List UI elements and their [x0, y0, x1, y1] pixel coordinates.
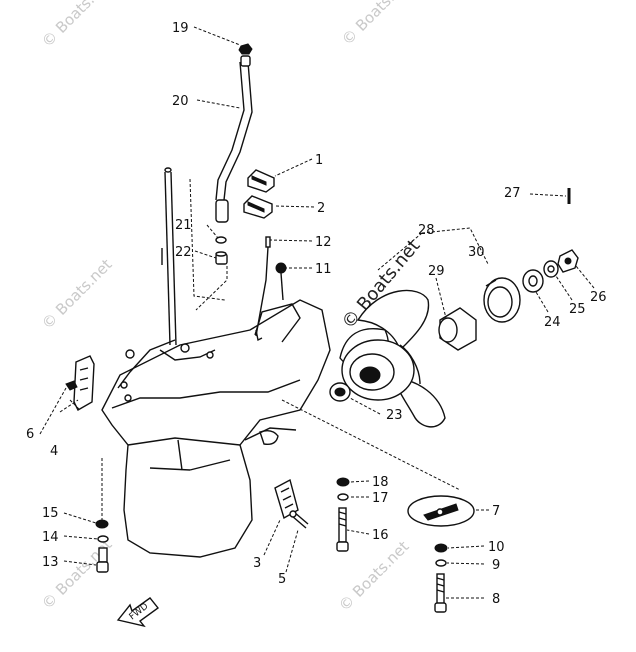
callout-15: 15 [42, 506, 59, 521]
lower-casing [101, 299, 331, 558]
callout-16: 16 [372, 528, 389, 543]
parts-29-30 [438, 277, 521, 351]
callout-25: 25 [569, 302, 586, 317]
callout-12: 12 [315, 235, 332, 250]
parts-3-5 [274, 478, 309, 529]
propeller [339, 289, 446, 428]
callout-29: 29 [428, 264, 445, 279]
callout-17: 17 [372, 491, 389, 506]
part-7-trim-tab [407, 495, 475, 527]
parts-21-22 [215, 236, 228, 265]
watermark-2: © Boats.net [338, 0, 416, 49]
fwd-arrow: FWD [116, 597, 160, 628]
parts-4-6 [65, 355, 95, 411]
parts-1-2 [243, 169, 275, 219]
watermark-3: © Boats.net [38, 255, 116, 333]
callout-14: 14 [42, 530, 59, 545]
callout-28: 28 [418, 223, 435, 238]
watermark-4: © Boats.net [38, 535, 116, 613]
callout-5: 5 [278, 572, 286, 587]
callout-20: 20 [172, 94, 189, 109]
callout-9: 9 [492, 558, 500, 573]
callout-4: 4 [50, 444, 58, 459]
water-tube [215, 43, 253, 223]
callout-13: 13 [42, 555, 59, 570]
callout-21: 21 [175, 218, 192, 233]
callout-labels: 1 2 3 4 5 6 7 8 9 10 11 12 13 14 15 16 1… [26, 21, 607, 607]
part-23-spacer [329, 382, 351, 402]
callout-3: 3 [253, 556, 261, 571]
callout-19: 19 [172, 21, 189, 36]
shift-rod [161, 167, 177, 346]
watermark-1: © Boats.net [38, 0, 116, 51]
callout-1: 1 [315, 153, 323, 168]
callout-6: 6 [26, 427, 34, 442]
callout-22: 22 [175, 245, 192, 260]
leader-lines [39, 26, 595, 599]
callout-23: 23 [386, 408, 403, 423]
parts-24-27 [522, 188, 579, 293]
callout-2: 2 [317, 201, 325, 216]
callout-27: 27 [504, 186, 521, 201]
callout-30: 30 [468, 245, 485, 260]
callout-26: 26 [590, 290, 607, 305]
callout-7: 7 [492, 504, 500, 519]
parts-11-12 [255, 236, 287, 342]
callout-24: 24 [544, 315, 561, 330]
parts-13-15 [95, 519, 109, 573]
callout-11: 11 [315, 262, 332, 277]
callout-10: 10 [488, 540, 505, 555]
parts-16-18 [336, 477, 350, 552]
callout-18: 18 [372, 475, 389, 490]
callout-8: 8 [492, 592, 500, 607]
parts-8-10 [434, 543, 448, 613]
